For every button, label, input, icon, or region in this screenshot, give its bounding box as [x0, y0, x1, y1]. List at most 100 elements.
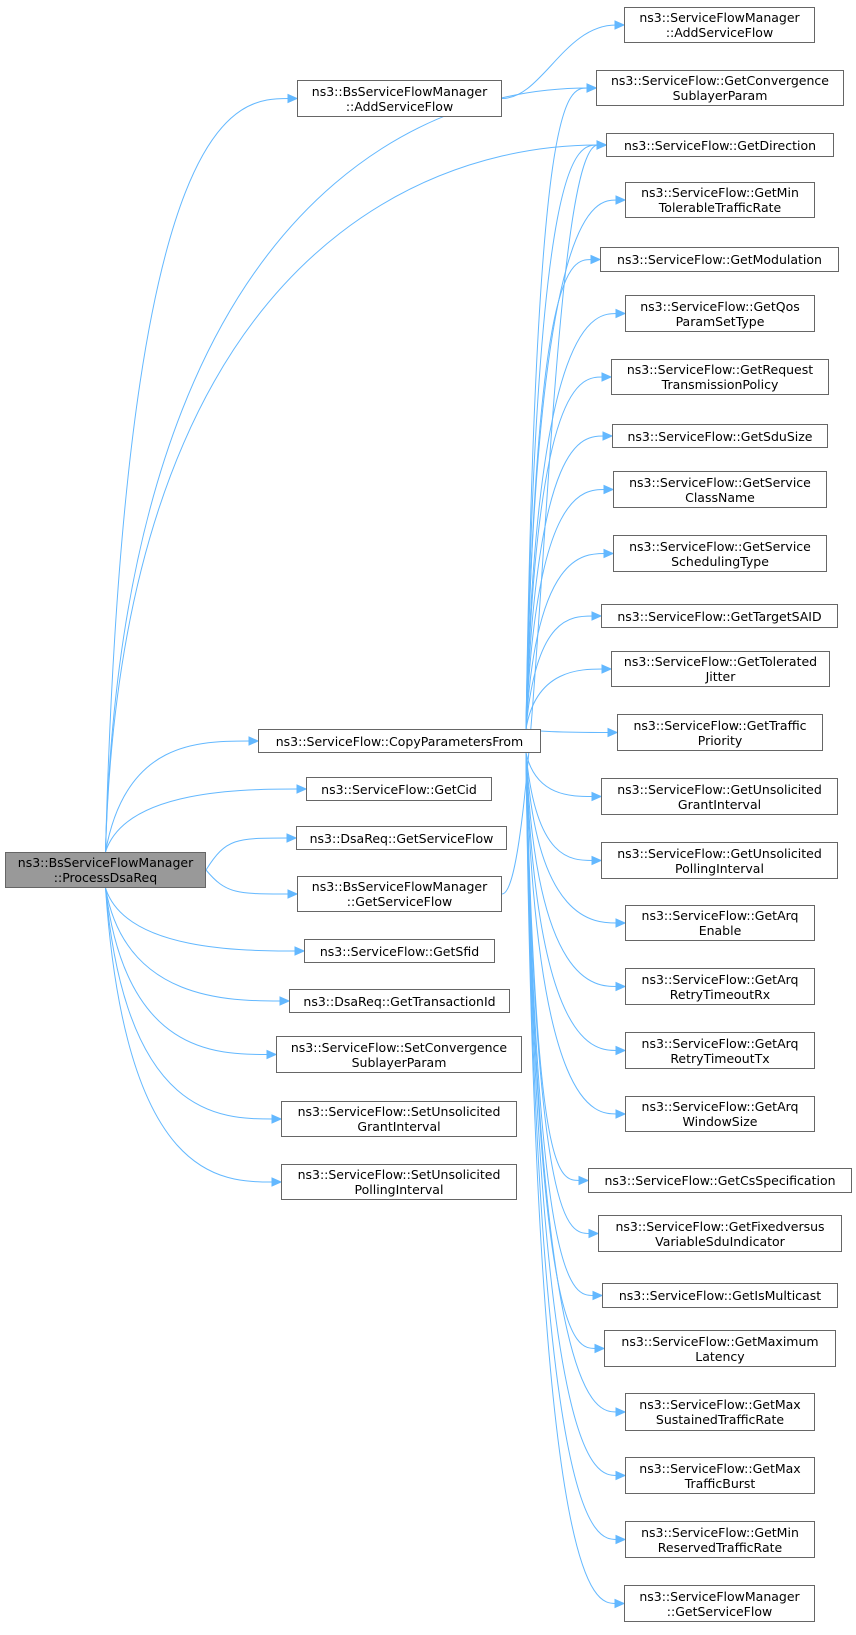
- node-label: ns3::ServiceFlow::GetFixedversus: [615, 1218, 825, 1234]
- arrowhead-getsfid: [294, 946, 306, 956]
- node-getcid[interactable]: ns3::ServiceFlow::GetCid: [306, 777, 492, 801]
- arrowhead-getugi: [591, 791, 603, 802]
- node-getdir[interactable]: ns3::ServiceFlow::GetDirection: [606, 133, 834, 157]
- node-label: ns3::ServiceFlow::GetArq: [641, 908, 799, 923]
- node-label: ns3::ServiceFlow::SetUnsolicited: [297, 1104, 501, 1119]
- node-getsfid[interactable]: ns3::ServiceFlow::GetSfid: [304, 939, 495, 963]
- arrowhead-getprio: [607, 727, 619, 738]
- edge-copy-to-getmaxsus: [525, 752, 618, 1413]
- edge-copy-to-getsaid: [525, 615, 594, 730]
- edge-copy-to-arqrx: [525, 752, 618, 987]
- node-label: SchedulingType: [671, 553, 769, 569]
- node-label: WindowSize: [682, 1114, 758, 1129]
- node-label: ::AddServiceFlow: [345, 98, 454, 114]
- node-label: TrafficBurst: [684, 1475, 756, 1491]
- arrowhead-getcs: [578, 1175, 590, 1186]
- edge-copy-to-arqws: [525, 752, 618, 1115]
- node-label: ns3::ServiceFlow::SetConvergence: [290, 1039, 508, 1055]
- node-label: ns3::ServiceFlow::GetService: [629, 538, 811, 554]
- edge-root-to-setconv: [105, 887, 269, 1055]
- edge-copy-to-getmod: [525, 259, 593, 730]
- node-label: ns3::BsServiceFlowManager: [311, 879, 488, 894]
- node-label: ::ProcessDsaReq: [53, 870, 158, 885]
- node-label: ::GetServiceFlow: [346, 894, 453, 909]
- node-dsa_getsf[interactable]: ns3::DsaReq::GetServiceFlow: [296, 826, 507, 850]
- node-copy[interactable]: ns3::ServiceFlow::CopyParametersFrom: [258, 729, 541, 753]
- node-sfm_add[interactable]: ns3::ServiceFlowManager::AddServiceFlow: [624, 7, 815, 43]
- node-label: ns3::ServiceFlow::CopyParametersFrom: [275, 733, 524, 749]
- node-label: ns3::ServiceFlow::GetRequest: [626, 362, 814, 377]
- node-gettid[interactable]: ns3::DsaReq::GetTransactionId: [289, 989, 510, 1013]
- arrowhead-sfm_getsf: [614, 1598, 626, 1609]
- edge-copy-to-getcs: [525, 752, 581, 1181]
- arrowhead-getreq: [601, 372, 613, 382]
- node-label: ns3::ServiceFlow::GetSfid: [319, 943, 480, 959]
- arrowhead-getmaxsus: [615, 1407, 627, 1417]
- node-getmc[interactable]: ns3::ServiceFlow::GetIsMulticast: [602, 1283, 838, 1308]
- arrowhead-bs_add: [287, 93, 299, 104]
- edge-root-to-setupi: [105, 887, 274, 1183]
- arrowhead-getjit: [601, 664, 613, 674]
- node-bs_getsf[interactable]: ns3::BsServiceFlowManager::GetServiceFlo…: [297, 876, 502, 912]
- node-bs_add[interactable]: ns3::BsServiceFlowManager::AddServiceFlo…: [297, 80, 502, 117]
- node-getsdu[interactable]: ns3::ServiceFlow::GetSduSize: [612, 424, 828, 448]
- node-label: Jitter: [705, 669, 736, 684]
- arrowhead-bs_getsf: [287, 889, 299, 899]
- edge-root-to-copy: [105, 740, 251, 853]
- node-label: ::AddServiceFlow: [665, 25, 774, 40]
- node-label: ns3::ServiceFlow::GetTraffic: [633, 717, 807, 733]
- arrowhead-getupi: [591, 855, 603, 866]
- node-label: SublayerParam: [672, 88, 768, 103]
- node-label: ns3::ServiceFlow::GetTolerated: [623, 654, 818, 669]
- node-getsaid[interactable]: ns3::ServiceFlow::GetTargetSAID: [601, 604, 838, 628]
- node-label: PollingInterval: [675, 860, 764, 876]
- node-label: ns3::ServiceFlow::GetMax: [639, 1460, 801, 1476]
- edge-copy-to-getjit: [525, 668, 604, 730]
- arrowhead-getdir: [596, 140, 608, 150]
- edge-root-to-setugi: [105, 887, 274, 1120]
- node-label: RetryTimeoutTx: [670, 1050, 770, 1066]
- node-label: ns3::ServiceFlowManager: [639, 10, 800, 25]
- node-sfm_getsf[interactable]: ns3::ServiceFlowManager::GetServiceFlow: [624, 1585, 815, 1622]
- node-getmod[interactable]: ns3::ServiceFlow::GetModulation: [600, 247, 839, 272]
- node-label: ReservedTrafficRate: [657, 1539, 783, 1555]
- node-label: ns3::ServiceFlow::GetModulation: [617, 252, 822, 267]
- edge-copy-to-arqtx: [525, 752, 618, 1051]
- node-label: ns3::ServiceFlow::GetMin: [641, 1524, 799, 1540]
- edge-root-to-getsfid: [105, 887, 297, 952]
- node-label: ClassName: [685, 489, 755, 505]
- node-getcs[interactable]: ns3::ServiceFlow::GetCsSpecification: [588, 1168, 852, 1193]
- edge-copy-to-getmaxburst: [525, 752, 618, 1476]
- node-label: ns3::ServiceFlow::GetUnsolicited: [617, 781, 822, 797]
- edge-root-to-getcid: [105, 788, 299, 853]
- arrowhead-getfix: [588, 1228, 600, 1239]
- arrowhead-copy: [248, 736, 260, 746]
- arrowhead-getcid: [296, 784, 308, 794]
- node-label: GrantInterval: [677, 796, 762, 812]
- node-label: ns3::DsaReq::GetTransactionId: [303, 993, 496, 1009]
- arrowhead-getqos: [615, 308, 627, 319]
